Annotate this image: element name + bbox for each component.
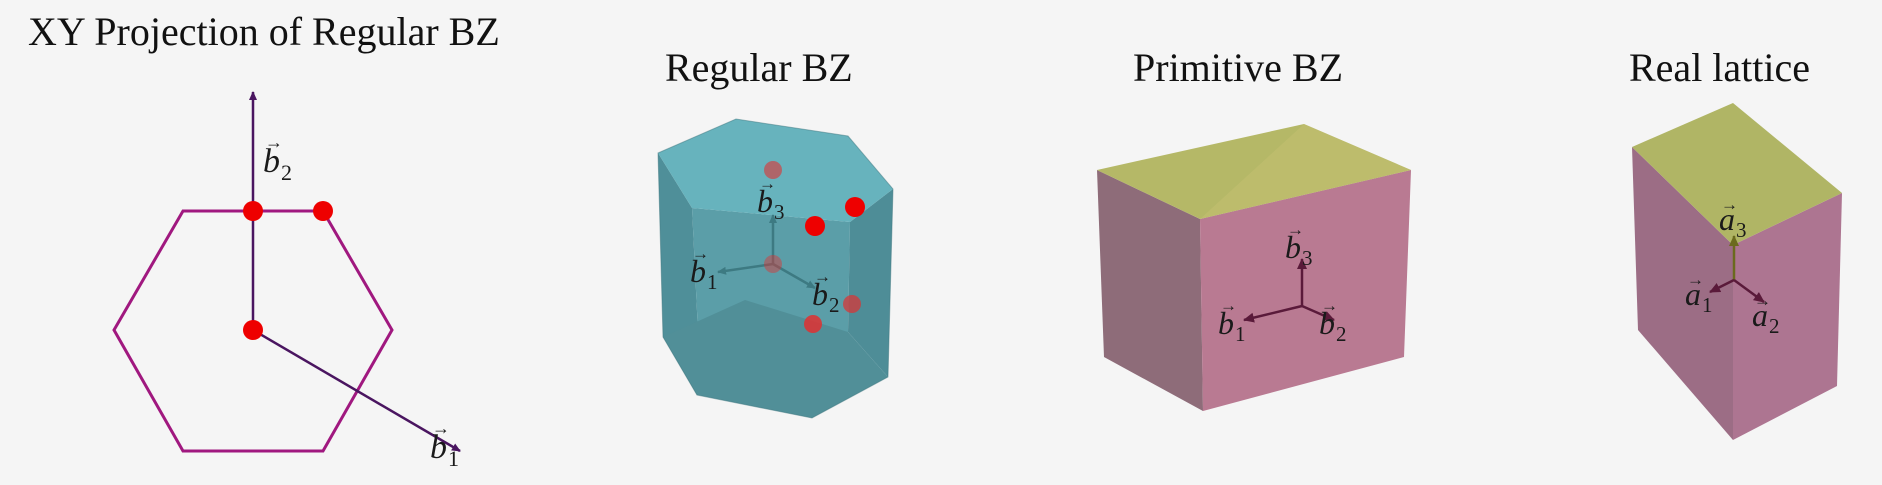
b1-vector: [252, 328, 461, 453]
a3-label: a 3 →: [1719, 195, 1747, 242]
svg-text:→: →: [1721, 195, 1738, 214]
svg-text:b: b: [1319, 305, 1335, 341]
svg-text:a: a: [1685, 276, 1701, 312]
high-symmetry-point: [243, 201, 263, 221]
b2-label: b 2 →: [812, 267, 840, 317]
b1-label: b 1 →: [1218, 296, 1246, 346]
high-symmetry-point: [845, 197, 865, 217]
b3-label: b 3 →: [1285, 220, 1313, 270]
b2-vector: [772, 262, 816, 290]
prism-left-face: [658, 153, 698, 337]
high-symmetry-point: [764, 255, 782, 273]
svg-text:2: 2: [1769, 314, 1780, 338]
svg-text:→: →: [1287, 220, 1304, 239]
b1-label: b 1 →: [430, 418, 459, 471]
svg-text:b: b: [1285, 229, 1301, 265]
svg-text:→: →: [1687, 270, 1704, 289]
svg-text:2: 2: [1336, 322, 1347, 346]
svg-text:1: 1: [707, 270, 718, 294]
svg-text:→: →: [1754, 291, 1771, 310]
cell-top-face: [1632, 103, 1842, 245]
b2-label: b 2 →: [1319, 296, 1347, 346]
high-symmetry-point: [843, 295, 861, 313]
high-symmetry-point: [764, 161, 782, 179]
real-lattice-title: Real lattice: [1629, 45, 1811, 90]
svg-text:→: →: [1321, 296, 1338, 315]
svg-text:1: 1: [448, 446, 459, 471]
svg-text:→: →: [814, 267, 831, 286]
box-top-right-face: [1200, 124, 1411, 219]
svg-text:a: a: [1719, 201, 1735, 237]
svg-text:3: 3: [1302, 246, 1313, 270]
regular-bz-title: Regular BZ: [665, 45, 853, 90]
svg-text:3: 3: [774, 200, 785, 224]
svg-text:2: 2: [281, 160, 292, 185]
svg-text:1: 1: [1702, 293, 1713, 317]
b1-label: b 1 →: [690, 244, 718, 294]
svg-text:b: b: [690, 253, 706, 289]
svg-text:→: →: [1220, 296, 1237, 315]
high-symmetry-point: [805, 216, 825, 236]
cell-right-face: [1733, 193, 1842, 440]
svg-text:3: 3: [1736, 218, 1747, 242]
svg-text:b: b: [1218, 305, 1234, 341]
b2-vector: [1301, 304, 1335, 322]
svg-text:b: b: [757, 183, 773, 219]
svg-text:→: →: [265, 132, 283, 152]
svg-text:a: a: [1752, 297, 1768, 333]
high-symmetry-point: [243, 320, 263, 340]
svg-text:b: b: [812, 276, 828, 312]
svg-text:b: b: [263, 143, 280, 180]
a1-vector: [1709, 278, 1735, 294]
b2-label: b 2 →: [263, 132, 292, 185]
a2-vector: [1733, 278, 1765, 304]
prism-outline: [657, 118, 894, 419]
high-symmetry-point: [313, 201, 333, 221]
svg-text:→: →: [692, 244, 709, 263]
primitive-bz-title: Primitive BZ: [1133, 45, 1343, 90]
real-lattice-panel: a 3 → a 1 → a 2 →: [1632, 103, 1842, 440]
b1-vector: [717, 262, 774, 275]
xy-projection-panel: b 2 → b 1 →: [112, 91, 461, 471]
a2-label: a 2 →: [1752, 291, 1780, 338]
prism-lower-front-face: [663, 300, 888, 418]
prism-front-face: [692, 208, 850, 332]
svg-text:2: 2: [829, 293, 840, 317]
svg-text:b: b: [430, 429, 447, 466]
xy-projection-title: XY Projection of Regular BZ: [28, 9, 500, 54]
box-left-face: [1097, 170, 1203, 411]
a1-label: a 1 →: [1685, 270, 1713, 317]
prism-right-face: [848, 189, 893, 377]
b1-vector: [1243, 304, 1303, 323]
cell-left-face: [1632, 147, 1733, 440]
regular-bz-panel: b 3 → b 1 → b 2 →: [657, 118, 894, 419]
primitive-bz-panel: b 3 → b 1 → b 2 →: [1097, 124, 1411, 411]
svg-text:→: →: [759, 174, 776, 193]
high-symmetry-point: [804, 315, 822, 333]
b3-label: b 3 →: [757, 174, 785, 224]
box-right-face: [1200, 170, 1411, 411]
svg-text:1: 1: [1235, 322, 1246, 346]
svg-text:→: →: [432, 418, 450, 438]
